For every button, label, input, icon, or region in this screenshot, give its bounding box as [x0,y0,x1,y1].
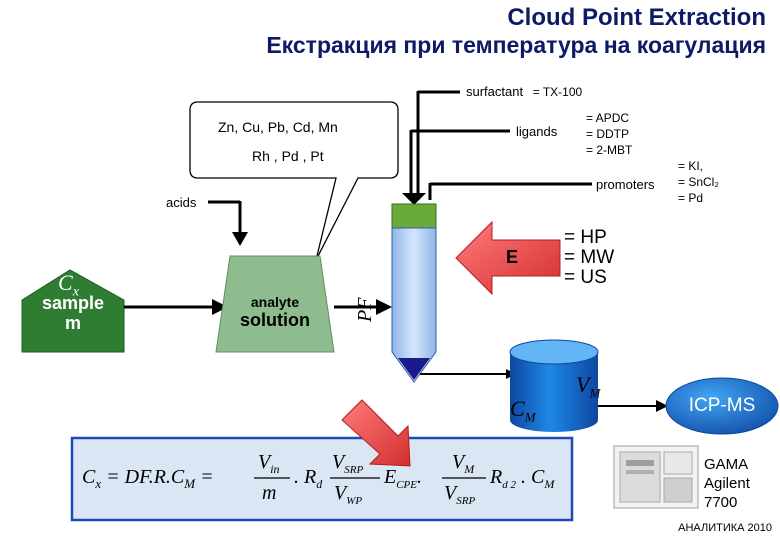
cm-cylinder [509,339,599,432]
formula-rd: . Rd [294,466,323,491]
energy-methods: = HP = MW = US [564,227,615,288]
metals-line1: Zn, Cu, Pb, Cd, Mn [218,119,338,135]
formula-box [70,436,574,522]
instrument-text: GAMA Agilent 7700 [704,456,750,511]
acids-arrow [208,200,248,246]
instrument-icon [613,445,699,509]
acids-label: acids [166,195,197,210]
formula-ecpe: ECPE. [384,466,422,491]
pf-label: PF [354,297,376,322]
promoters-line [428,182,592,200]
tube-to-cm-arrow [420,369,516,379]
formula-vsrp: VSRP [332,451,364,476]
formula-m: m [262,482,277,504]
metals-bubble [189,101,399,261]
promoters-label: promoters [596,177,655,192]
footer-text: АНАЛИТИКА 2010 [678,522,772,534]
energy-arrow [455,220,561,296]
vm-label: VM [576,372,601,401]
title-bulgarian: Екстракция при температура на коагулация [266,32,766,58]
formula-rd2: Rd 2 . CM [490,466,555,491]
extraction-tube [391,203,437,383]
icp-ms-label: ICP-MS [688,395,756,416]
sample-to-analyte-arrow [124,299,228,315]
surfactant-label: surfactant = TX-100 [466,84,583,99]
sample-text: sample m [41,293,105,333]
formula-vsrp2: VSRP [444,482,476,507]
icp-ms-node [665,377,779,435]
surfactant-line [416,90,460,200]
formula-lhs: Cx = DF.R.CM = [82,466,214,491]
formula-vin: Vin [258,451,280,476]
metals-line2: Rh , Pd , Pt [252,148,324,164]
analyte-text: analyte solution [240,294,310,330]
formula-vm2: VM [452,451,475,476]
sample-symbol: Cx [58,270,79,300]
surfactant-arrowhead [402,193,426,205]
cm-to-icp-arrow [598,400,668,412]
ligands-values: = APDC = DDTP = 2-MBT [586,111,633,157]
sample-vessel [21,269,125,353]
cm-label: CM [510,396,536,425]
promoters-values: = KI, = SnCl₂ = Pd [678,159,720,205]
ligands-label: ligands [516,124,558,139]
energy-label: E [506,247,519,267]
title-english: Cloud Point Extraction [507,4,766,31]
formula-vwp: VWP [334,482,363,507]
ligands-line [409,129,510,200]
analyte-to-tube-arrow [334,299,392,315]
formula-arrow [341,399,411,467]
analyte-vessel [215,255,335,353]
